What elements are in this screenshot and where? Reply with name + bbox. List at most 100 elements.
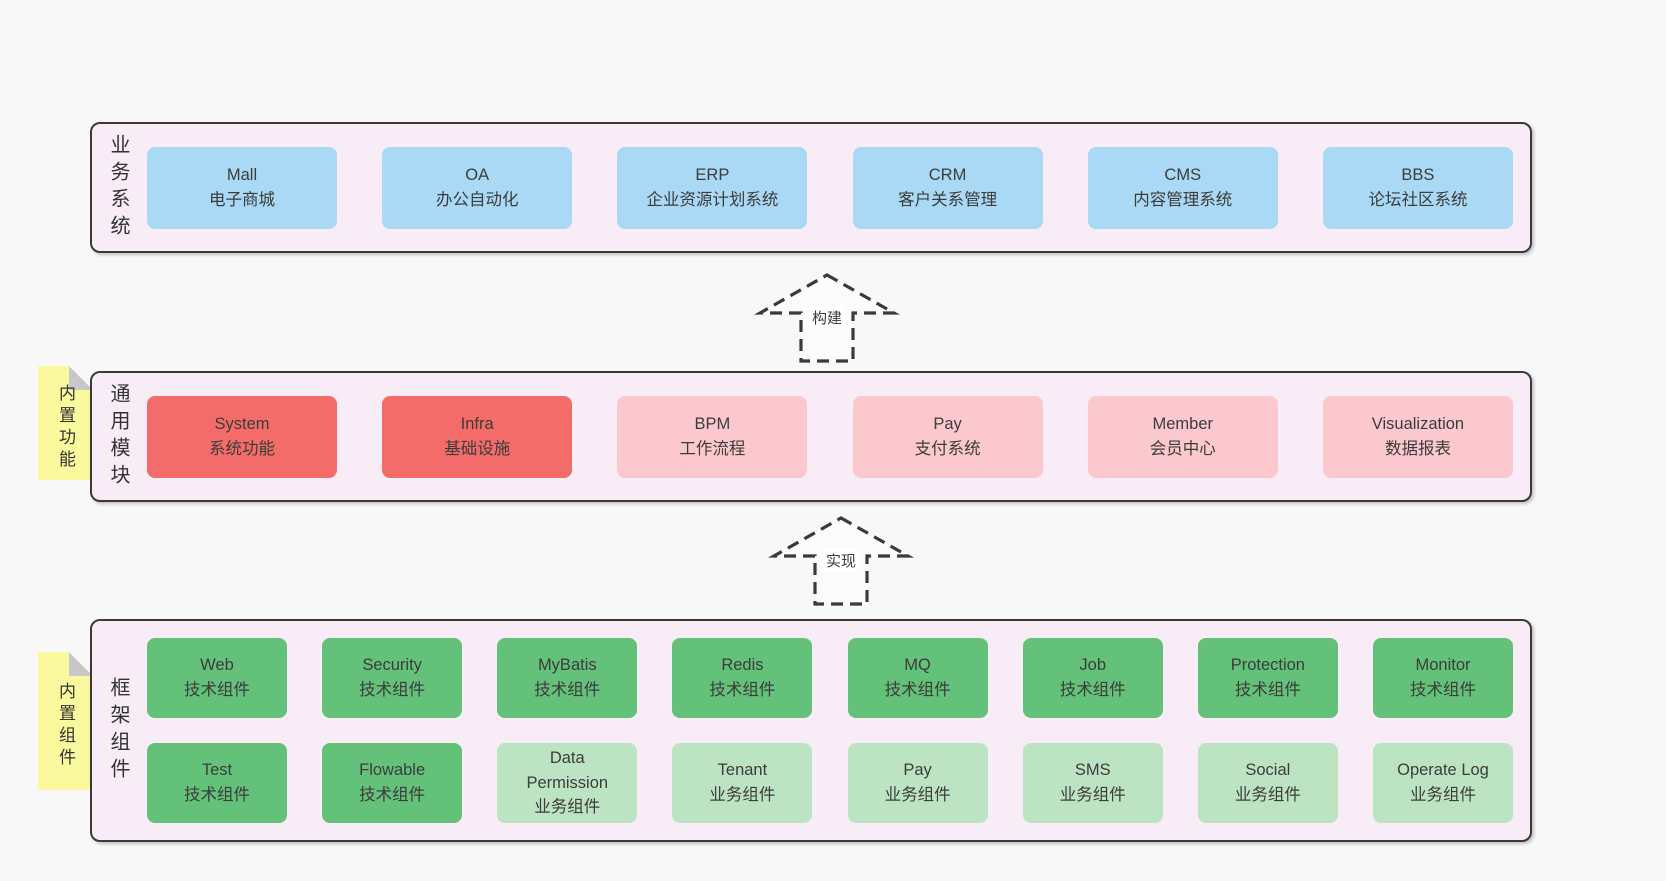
- box-subtitle: 工作流程: [679, 439, 746, 458]
- box-subtitle: 技术组件: [1234, 681, 1301, 699]
- box-title: BPM: [694, 414, 731, 433]
- box-subtitle: 客户关系管理: [898, 190, 998, 209]
- box-subtitle: 基础设施: [444, 439, 511, 458]
- box-title: Job: [1079, 656, 1106, 675]
- band-business-systems-label: 业务系统: [107, 133, 129, 242]
- box-operate-log: Operate Log 业务组件: [1372, 743, 1513, 823]
- box-title: Social: [1245, 761, 1291, 780]
- box-title: MyBatis: [537, 656, 597, 675]
- box-title: CMS: [1164, 165, 1202, 184]
- box-tenant: Tenant 业务组件: [672, 743, 813, 823]
- box-title: MQ: [904, 656, 931, 675]
- box-bpm: BPM 工作流程: [617, 395, 808, 478]
- arrow-implement: 实现: [767, 515, 915, 607]
- box-protection: Protection 技术组件: [1197, 638, 1338, 718]
- sticky-built-in-functions: 内置功能: [38, 366, 93, 480]
- box-system: System 系统功能: [147, 395, 337, 478]
- box-crm: CRM 客户关系管理: [852, 146, 1043, 229]
- box-title: Flowable: [359, 761, 426, 780]
- box-title: Pay: [933, 414, 962, 433]
- box-subtitle: 业务组件: [884, 786, 951, 804]
- band-common-modules-label: 通用模块: [107, 382, 129, 491]
- box-title: OA: [465, 165, 490, 184]
- box-subtitle: 业务组件: [1234, 786, 1301, 804]
- box-subtitle: 数据报表: [1384, 439, 1451, 458]
- box-test: Test 技术组件: [147, 743, 287, 823]
- box-subtitle: 技术组件: [709, 681, 776, 699]
- box-member: Member 会员中心: [1087, 395, 1278, 478]
- box-title: Redis: [721, 656, 764, 675]
- box-subtitle: 论坛社区系统: [1368, 190, 1468, 209]
- box-title: Infra: [460, 414, 494, 433]
- box-title: BBS: [1401, 165, 1435, 184]
- box-bbs: BBS 论坛社区系统: [1322, 146, 1513, 229]
- box-cms: CMS 内容管理系统: [1087, 146, 1278, 229]
- box-oa: OA 办公自动化: [382, 146, 573, 229]
- sticky-built-in-functions-label: 内置功能: [56, 384, 75, 473]
- box-title: Tenant: [717, 761, 768, 780]
- arrow-build-label: 构建: [808, 306, 846, 329]
- box-title: Member: [1152, 414, 1213, 433]
- box-title: System: [214, 414, 270, 433]
- arrow-build: 构建: [753, 272, 901, 364]
- box-subtitle: 技术组件: [184, 786, 250, 804]
- box-infra: Infra 基础设施: [382, 395, 573, 478]
- business-systems-boxes: Mall 电子商城 OA 办公自动化 ERP 企业资源计划系统 CRM 客户关系管理 CMS 内容…: [147, 124, 1513, 251]
- sticky-built-in-components: 内置组件: [38, 652, 93, 790]
- box-title: Monitor: [1415, 656, 1471, 675]
- common-modules-boxes: System 系统功能 Infra 基础设施 BPM 工作流程 Pay 支付系统 Member 会…: [147, 373, 1513, 500]
- box-title: Pay: [903, 761, 932, 780]
- box-subtitle: 支付系统: [914, 439, 981, 458]
- box-security: Security 技术组件: [322, 638, 463, 718]
- box-subtitle: 企业资源计划系统: [646, 190, 779, 209]
- box-subtitle: 技术组件: [184, 681, 250, 699]
- box-pay: Pay 支付系统: [852, 395, 1043, 478]
- box-subtitle: 技术组件: [359, 681, 426, 699]
- box-mall: Mall 电子商城: [147, 146, 337, 229]
- box-title: Protection: [1230, 656, 1305, 675]
- box-title: SMS: [1074, 761, 1111, 780]
- box-title: Operate Log: [1397, 761, 1489, 780]
- box-pay: Pay 业务组件: [847, 743, 988, 823]
- box-title: CRM: [928, 165, 967, 184]
- box-subtitle: 技术组件: [1409, 681, 1476, 699]
- box-subtitle: 业务组件: [1059, 786, 1126, 804]
- box-subtitle: 业务组件: [1409, 786, 1476, 804]
- box-subtitle: 技术组件: [359, 786, 426, 804]
- box-subtitle: 电子商城: [209, 190, 275, 209]
- box-title: ERP: [695, 165, 730, 184]
- box-monitor: Monitor 技术组件: [1372, 638, 1513, 718]
- box-mq: MQ 技术组件: [847, 638, 988, 718]
- box-title: Mall: [226, 165, 258, 184]
- box-redis: Redis 技术组件: [672, 638, 813, 718]
- box-subtitle: 技术组件: [534, 681, 601, 699]
- box-visualization: Visualization 数据报表: [1322, 395, 1513, 478]
- box-title: Test: [201, 761, 233, 780]
- box-flowable: Flowable 技术组件: [322, 743, 463, 823]
- box-title: Security: [362, 656, 422, 675]
- box-subtitle: 办公自动化: [435, 190, 519, 209]
- arrow-implement-label: 实现: [822, 549, 860, 572]
- box-data-permission: Data Permission 业务组件: [497, 743, 638, 823]
- band-business-systems: 业务系统 Mall 电子商城 OA 办公自动化 ERP 企业资源计划系统 CRM 客户关系管理…: [90, 122, 1532, 253]
- box-erp: ERP 企业资源计划系统: [617, 146, 808, 229]
- box-subtitle: 内容管理系统: [1133, 190, 1233, 209]
- band-common-modules: 通用模块 System 系统功能 Infra 基础设施 BPM 工作流程 Pay 支付系统 Me…: [90, 371, 1532, 502]
- box-subtitle: 技术组件: [884, 681, 951, 699]
- band-framework-components-label: 框架组件: [107, 676, 129, 785]
- box-subtitle: 系统功能: [209, 439, 275, 458]
- sticky-built-in-components-label: 内置组件: [56, 682, 75, 771]
- box-subtitle: 会员中心: [1149, 439, 1216, 458]
- box-subtitle: 业务组件: [709, 786, 776, 804]
- box-title: Data Permission: [526, 748, 609, 792]
- box-social: Social 业务组件: [1197, 743, 1338, 823]
- box-title: Visualization: [1371, 414, 1465, 433]
- box-subtitle: 业务组件: [534, 798, 601, 817]
